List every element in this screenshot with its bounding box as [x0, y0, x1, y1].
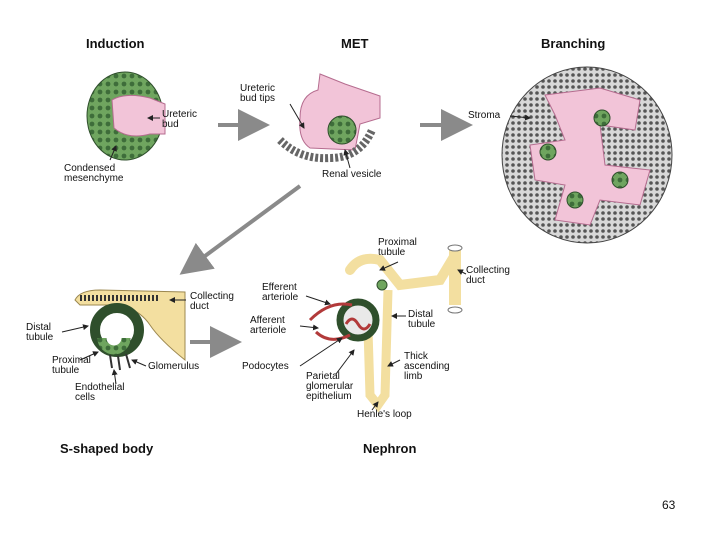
nephron-illustration — [308, 244, 463, 413]
label-proximal-tubule-n-line2: tubule — [378, 247, 406, 258]
label-condensed-mesenchyme-line2: mesenchyme — [64, 173, 124, 184]
label-parietal-glomerular-epithelium: Parietal glomerular epithelium — [306, 372, 353, 402]
label-collecting-duct-s-line2: duct — [190, 301, 209, 312]
label-leaders — [61, 103, 531, 411]
label-endothelial-cells: Endothelial cells — [75, 383, 124, 403]
label-distal-tubule-s-line1: Distal — [26, 322, 52, 333]
label-distal-tubule-s: Distal tubule — [26, 323, 53, 343]
label-distal-tubule-s-line2: tubule — [26, 332, 54, 343]
label-distal-tubule-n-line1: Distal — [408, 309, 434, 320]
label-efferent-arteriole-line2: arteriole — [262, 292, 299, 303]
stage-title-branching: Branching — [541, 36, 606, 51]
label-efferent-arteriole: Efferent arteriole — [262, 283, 298, 303]
label-ureteric-bud-tips-line1: Ureteric — [240, 83, 276, 94]
label-afferent-arteriole-line1: Afferent — [250, 315, 285, 326]
page-number: 63 — [662, 498, 676, 512]
label-collecting-duct-n: Collecting duct — [466, 266, 510, 286]
label-endothelial-cells-line1: Endothelial — [75, 382, 125, 393]
label-collecting-duct-s-line1: Collecting — [190, 291, 234, 302]
label-ureteric-bud-tips: Ureteric bud tips — [240, 84, 275, 104]
label-efferent-arteriole-line1: Efferent — [262, 282, 297, 293]
label-distal-tubule-n-line2: tubule — [408, 319, 436, 330]
label-thick-ascending-limb: Thick ascending limb — [404, 352, 450, 382]
label-ureteric-bud-line2: bud — [162, 119, 179, 130]
label-ureteric-bud: Ureteric bud — [162, 110, 197, 130]
label-proximal-tubule-s-line2: tubule — [52, 365, 80, 376]
label-proximal-tubule-n-line1: Proximal — [378, 237, 417, 248]
label-proximal-tubule-s-line1: Proximal — [52, 355, 91, 366]
label-ureteric-bud-line1: Ureteric — [162, 109, 198, 120]
stage-title-met: MET — [341, 36, 369, 51]
s-shaped-body-illustration — [74, 289, 186, 371]
branching-illustration — [501, 66, 673, 244]
label-endothelial-cells-line2: cells — [75, 392, 96, 403]
stage-arrows — [179, 109, 473, 358]
label-distal-tubule-n: Distal tubule — [408, 310, 435, 330]
label-collecting-duct-s: Collecting duct — [190, 292, 234, 312]
label-ureteric-bud-tips-line2: bud tips — [240, 93, 276, 104]
label-thick-ascending-limb-line2: ascending — [404, 361, 450, 372]
label-afferent-arteriole-line2: arteriole — [250, 325, 287, 336]
label-thick-ascending-limb-line1: Thick — [404, 351, 428, 362]
label-parietal-line3: epithelium — [306, 391, 352, 402]
label-renal-vesicle: Renal vesicle — [322, 169, 382, 180]
induction-illustration — [86, 71, 166, 161]
label-collecting-duct-n-line2: duct — [466, 275, 485, 286]
label-proximal-tubule-n: Proximal tubule — [378, 238, 417, 258]
label-stroma: Stroma — [468, 110, 501, 121]
label-collecting-duct-n-line1: Collecting — [466, 265, 510, 276]
stage-title-induction: Induction — [86, 36, 145, 51]
stage-title-s-shaped-body: S-shaped body — [60, 441, 154, 456]
label-parietal-line2: glomerular — [306, 381, 354, 392]
label-condensed-mesenchyme-line1: Condensed — [64, 163, 116, 174]
met-illustration — [277, 73, 381, 163]
label-henles-loop: Henle's loop — [357, 409, 412, 420]
label-podocytes: Podocytes — [242, 361, 289, 372]
label-glomerulus: Glomerulus — [148, 361, 200, 372]
label-thick-ascending-limb-line3: limb — [404, 371, 423, 382]
label-afferent-arteriole: Afferent arteriole — [250, 316, 286, 336]
label-condensed-mesenchyme: Condensed mesenchyme — [64, 164, 123, 184]
stage-title-nephron: Nephron — [363, 441, 417, 456]
label-proximal-tubule-s: Proximal tubule — [52, 356, 91, 376]
label-parietal-line1: Parietal — [306, 371, 340, 382]
